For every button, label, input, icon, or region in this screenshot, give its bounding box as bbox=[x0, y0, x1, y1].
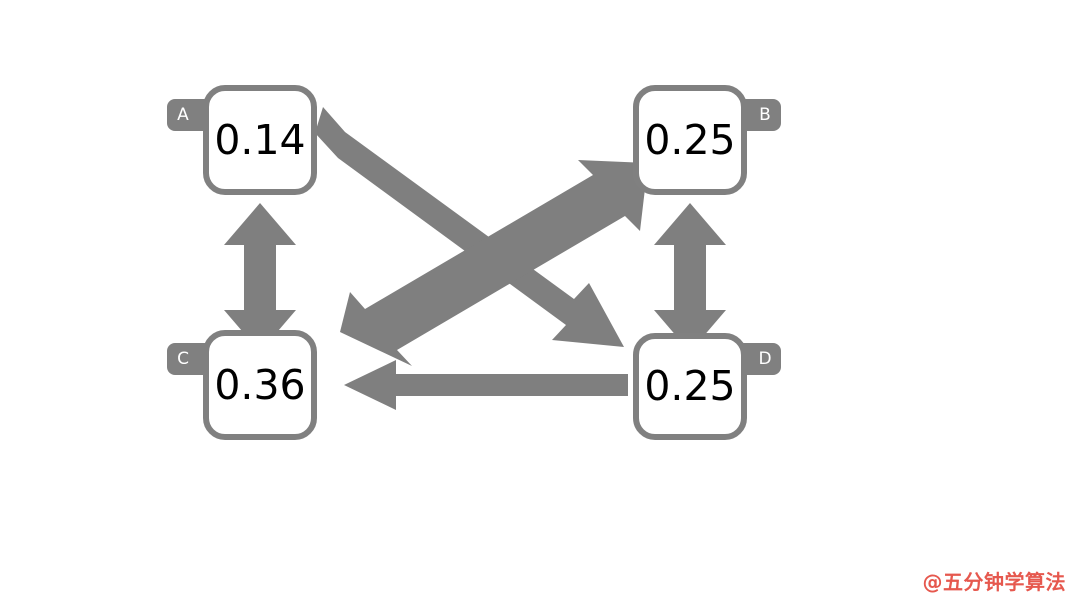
node-b-value: 0.25 bbox=[644, 115, 736, 164]
watermark: @五分钟学算法 bbox=[922, 570, 1066, 594]
node-a[interactable]: 0.14 bbox=[203, 85, 317, 195]
edge-a-d-arrow bbox=[315, 107, 624, 347]
edge-b-d-arrow bbox=[654, 203, 726, 352]
node-tag-c: C bbox=[167, 343, 207, 375]
node-c[interactable]: 0.36 bbox=[203, 330, 317, 440]
node-tag-b-label: B bbox=[759, 105, 771, 125]
node-d[interactable]: 0.25 bbox=[633, 333, 747, 440]
node-tag-c-label: C bbox=[177, 349, 189, 369]
node-tag-d-label: D bbox=[758, 349, 772, 369]
node-tag-b: B bbox=[741, 99, 781, 131]
edge-d-c-arrow bbox=[344, 360, 628, 410]
node-tag-a: A bbox=[167, 99, 207, 131]
edge-a-c-arrow bbox=[224, 203, 296, 352]
node-tag-a-label: A bbox=[177, 105, 189, 125]
node-b[interactable]: 0.25 bbox=[633, 85, 747, 195]
node-c-value: 0.36 bbox=[214, 360, 306, 409]
edge-b-c-arrow bbox=[340, 160, 648, 366]
node-d-value: 0.25 bbox=[644, 362, 736, 410]
node-tag-d: D bbox=[741, 343, 781, 375]
node-a-value: 0.14 bbox=[214, 115, 306, 164]
